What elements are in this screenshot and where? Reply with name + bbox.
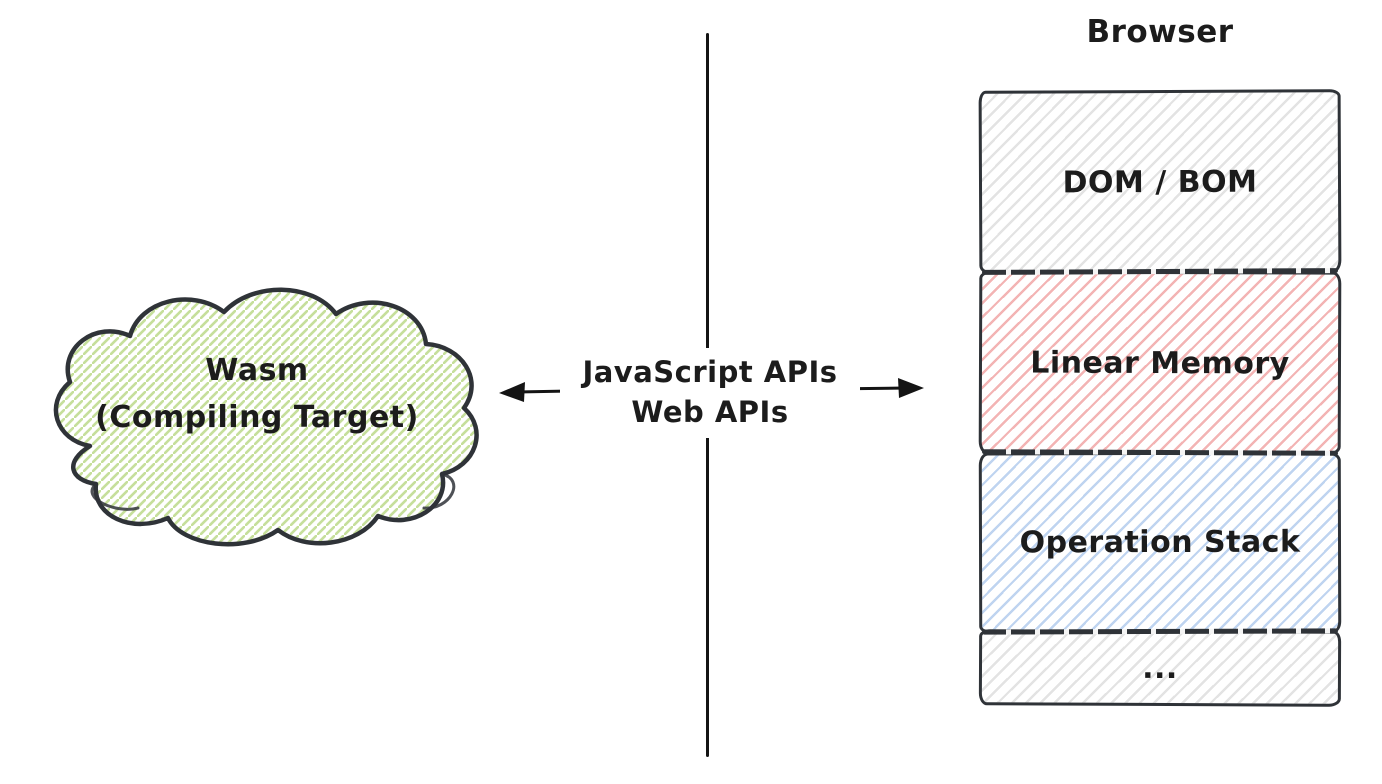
browser-layer-dom-bom: DOM / BOM	[978, 89, 1342, 275]
browser-stack: DOM / BOM Linear Memory Operation Stack …	[978, 89, 1342, 707]
bridge-label-line2: Web APIs	[631, 395, 789, 430]
wasm-cloud-label: Wasm (Compiling Target)	[20, 348, 494, 441]
wasm-cloud: Wasm (Compiling Target)	[20, 274, 494, 574]
browser-layer-operation-stack: Operation Stack	[978, 451, 1342, 634]
browser-layer-ellipsis: ...	[978, 629, 1342, 707]
wasm-cloud-label-line1: Wasm	[205, 353, 309, 388]
browser-layer-label: Linear Memory	[1030, 345, 1290, 381]
browser-layer-label: DOM / BOM	[1062, 164, 1258, 200]
cloud-shape-icon	[53, 287, 479, 547]
browser-layer-linear-memory: Linear Memory	[978, 270, 1342, 456]
browser-layer-label: ...	[1142, 650, 1178, 686]
browser-layer-label: Operation Stack	[1019, 524, 1301, 561]
wasm-cloud-label-line2: (Compiling Target)	[95, 399, 419, 435]
bridge-label: JavaScript APIs Web APIs	[560, 348, 860, 439]
browser-title: Browser	[1086, 14, 1234, 50]
bridge-label-line1: JavaScript APIs	[582, 355, 838, 389]
